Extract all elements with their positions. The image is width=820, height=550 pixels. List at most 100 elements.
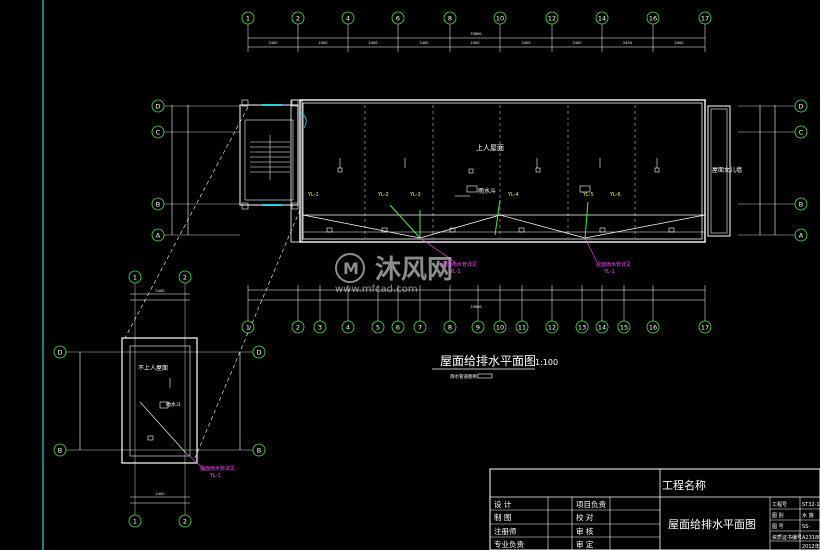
svg-text:8: 8	[448, 324, 452, 332]
label-parapet: 屋面女儿墙	[712, 166, 742, 174]
svg-text:1: 1	[246, 15, 250, 23]
grid-bubble-bottom-15: 15	[617, 320, 631, 334]
grid-bubble-top-8: 8	[443, 11, 457, 25]
svg-text:B: B	[257, 447, 261, 455]
grid-bubble-top-1: 1	[241, 11, 255, 25]
tb-right-key: 资质证书编号	[772, 534, 802, 541]
svg-text:2: 2	[183, 518, 187, 526]
dim-top-seg: 2400	[471, 41, 480, 45]
grid-bubble-bottom-8: 8	[443, 320, 457, 334]
svg-text:5: 5	[376, 324, 380, 332]
grid-bubble-bottom-7: 7	[413, 320, 427, 334]
svg-text:2: 2	[296, 15, 300, 23]
svg-text:16: 16	[649, 15, 657, 23]
watermark: M 沐风网 www.mfcad.com	[335, 253, 453, 295]
grid-axis-right: DC B A	[738, 99, 808, 242]
detail-bubble-right-D: D	[252, 345, 266, 359]
svg-text:B: B	[799, 201, 803, 209]
svg-text:6: 6	[396, 324, 400, 332]
grid-bubble-bottom-5: 5	[371, 320, 385, 334]
grid-bubble-left-C: C	[151, 125, 165, 139]
detail-bubble-bottom-1: 1	[128, 514, 142, 528]
dim-top-seg: 2400	[573, 41, 582, 45]
tb-right-val: 水 施	[802, 512, 814, 519]
grid-bubble-bottom-10: 10	[493, 320, 507, 334]
svg-text:6: 6	[396, 15, 400, 23]
detail-bubble-left-B: B	[53, 443, 67, 457]
grid-bubble-right-B: B	[794, 197, 808, 211]
grid-bubble-bottom-4: 4	[341, 320, 355, 334]
svg-text:11: 11	[518, 324, 526, 332]
svg-text:17: 17	[701, 15, 709, 23]
label-detail-tag: YL-1	[209, 473, 221, 479]
grid-bubble-top-14: 14	[595, 11, 609, 25]
title-block-project: 工程名称	[662, 478, 706, 492]
stair-core	[239, 99, 307, 210]
detail-leader-2	[194, 209, 301, 459]
detail-bubble-right-B: B	[252, 443, 266, 457]
svg-text:16: 16	[649, 324, 657, 332]
drawing-title: 屋面给排水平面图	[440, 354, 536, 368]
dim-top-total: 33600	[470, 32, 481, 36]
label-downpipe-2: YL-1	[603, 269, 615, 275]
svg-text:7: 7	[418, 324, 422, 332]
grid-bubble-top-16: 16	[646, 11, 660, 25]
detail-dim-bottom: 2400	[156, 492, 165, 496]
svg-text:4: 4	[346, 324, 350, 332]
tb-right-key: 图 号	[772, 524, 784, 530]
watermark-brand: 沐风网	[375, 255, 453, 285]
detail-plan	[121, 337, 206, 471]
grid-bubble-bottom-6: 6	[391, 320, 405, 334]
drawing-scale: 1:100	[535, 358, 558, 367]
tb-field: 项目负责	[576, 499, 606, 509]
grid-bubble-top-10: 10	[493, 11, 507, 25]
grid-bubble-bottom-17: 17	[698, 320, 712, 334]
label-roof-access: 上人屋面	[476, 143, 504, 152]
grid-bubble-bottom-11: 11	[515, 320, 529, 334]
svg-text:17: 17	[701, 324, 709, 332]
tb-right-val: 2012年 11月	[802, 543, 820, 550]
detail-bubble-top-1: 1	[128, 270, 142, 284]
svg-text:1: 1	[133, 518, 137, 526]
grid-bubble-right-D: D	[794, 99, 808, 113]
dim-bottom-total: 33600	[470, 305, 481, 309]
svg-text:D: D	[155, 103, 160, 111]
tb-right-val: ST32-1	[802, 502, 820, 508]
grid-bubble-bottom-12: 12	[545, 320, 559, 334]
title-block: 工程名称 屋面给排水平面图	[489, 468, 820, 550]
label-roof-drain: 雨水斗	[478, 187, 496, 195]
grid-bubble-bottom-16: 16	[646, 320, 660, 334]
grid-bubble-bottom-9: 9	[471, 320, 485, 334]
svg-text:13: 13	[578, 324, 586, 332]
downpipe-labels: YL-1 YL-2 YL-3 YL-4 YL-5 YL-6	[307, 192, 621, 198]
svg-text:B: B	[58, 447, 62, 455]
label-rainwater-note-2: 屋面雨水管详见	[596, 261, 631, 268]
svg-text:C: C	[156, 129, 161, 137]
grid-bubble-left-D: D	[151, 99, 165, 113]
grid-bubble-top-6: 6	[391, 11, 405, 25]
svg-text:YL-3: YL-3	[409, 192, 421, 198]
title-block-drawing-title: 屋面给排水平面图	[668, 517, 756, 531]
dim-top-seg: 2400	[269, 41, 278, 45]
svg-text:B: B	[156, 201, 160, 209]
grid-bubble-top-12: 12	[545, 11, 559, 25]
grid-bubble-right-A: A	[794, 228, 808, 242]
svg-text:M: M	[343, 259, 359, 278]
grid-bubble-right-C: C	[794, 125, 808, 139]
grid-bubble-left-A: A	[151, 228, 165, 242]
watermark-url: www.mfcad.com	[335, 284, 418, 295]
svg-text:A: A	[156, 232, 161, 240]
tb-right-key: 工程号	[772, 501, 787, 508]
svg-text:3: 3	[318, 324, 322, 332]
svg-text:YL-1: YL-1	[307, 192, 319, 198]
dim-top-seg: 2400	[420, 41, 429, 45]
tb-right-val: SS-	[802, 524, 810, 530]
svg-text:2: 2	[296, 324, 300, 332]
grid-axis-top: 1240022400424006240082400102400122400142…	[241, 11, 712, 52]
svg-text:A: A	[799, 232, 804, 240]
svg-text:YL-6: YL-6	[609, 192, 621, 198]
tb-role: 制 图	[494, 512, 511, 522]
